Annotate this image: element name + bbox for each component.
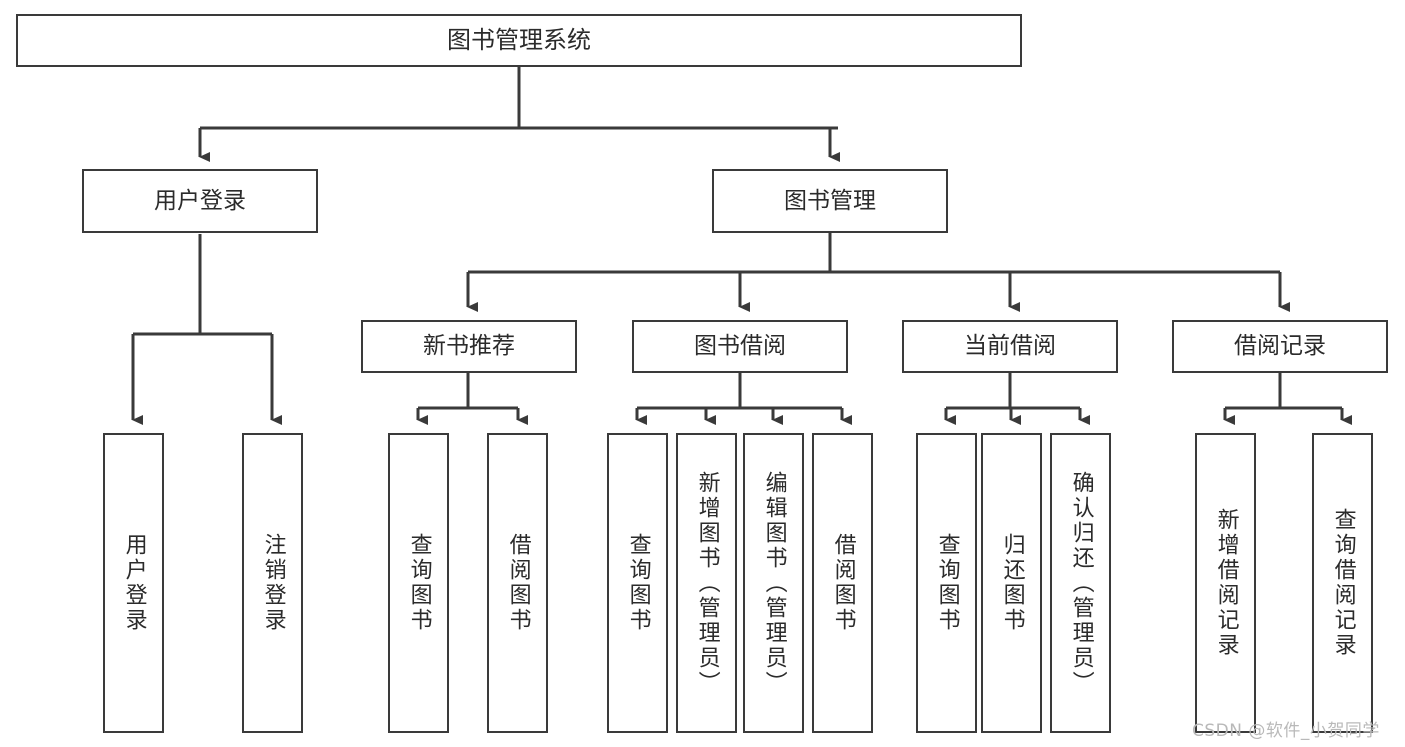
node-label: 借阅图书 (830, 533, 856, 633)
node-label: 编辑图书（管理员） (761, 470, 787, 696)
node-label: 借阅图书 (505, 533, 531, 633)
node-label: 注销登录 (260, 533, 286, 633)
node-label: 新增图书（管理员） (694, 470, 720, 696)
leaf-add-borrow-record[interactable]: 新增借阅记录 (1195, 433, 1256, 733)
node-user-login[interactable]: 用户登录 (82, 169, 318, 233)
node-label: 查询图书 (406, 533, 432, 633)
leaf-query-book-recommend[interactable]: 查询图书 (388, 433, 449, 733)
node-label: 查询借阅记录 (1330, 508, 1356, 658)
leaf-borrow-book-recommend[interactable]: 借阅图书 (487, 433, 548, 733)
node-label: 确认归还（管理员） (1068, 470, 1094, 696)
node-label: 图书管理系统 (447, 25, 591, 54)
leaf-logout[interactable]: 注销登录 (242, 433, 303, 733)
leaf-user-login[interactable]: 用户登录 (103, 433, 164, 733)
node-book-borrow[interactable]: 图书借阅 (632, 320, 848, 373)
node-label: 新书推荐 (423, 333, 515, 360)
leaf-return-book[interactable]: 归还图书 (981, 433, 1042, 733)
node-label: 图书借阅 (694, 333, 786, 360)
node-label: 查询图书 (625, 533, 651, 633)
node-current-borrow[interactable]: 当前借阅 (902, 320, 1118, 373)
leaf-query-borrow-record[interactable]: 查询借阅记录 (1312, 433, 1373, 733)
leaf-add-book[interactable]: 新增图书（管理员） (676, 433, 737, 733)
node-book-manage[interactable]: 图书管理 (712, 169, 948, 233)
leaf-borrow-book[interactable]: 借阅图书 (812, 433, 873, 733)
node-label: 用户登录 (154, 187, 246, 214)
node-label: 查询图书 (934, 533, 960, 633)
node-label: 图书管理 (784, 187, 876, 214)
node-label: 用户登录 (121, 533, 147, 633)
node-borrow-record[interactable]: 借阅记录 (1172, 320, 1388, 373)
node-label: 归还图书 (999, 533, 1025, 633)
leaf-query-book-borrow[interactable]: 查询图书 (607, 433, 668, 733)
node-label: 当前借阅 (964, 333, 1056, 360)
node-root-system[interactable]: 图书管理系统 (16, 14, 1022, 67)
node-label: 借阅记录 (1234, 333, 1326, 360)
node-new-book-recommend[interactable]: 新书推荐 (361, 320, 577, 373)
leaf-edit-book[interactable]: 编辑图书（管理员） (743, 433, 804, 733)
watermark-csdn: CSDN @软件_小贺同学 (1192, 721, 1380, 741)
leaf-query-book-current[interactable]: 查询图书 (916, 433, 977, 733)
leaf-confirm-return[interactable]: 确认归还（管理员） (1050, 433, 1111, 733)
node-label: 新增借阅记录 (1213, 508, 1239, 658)
